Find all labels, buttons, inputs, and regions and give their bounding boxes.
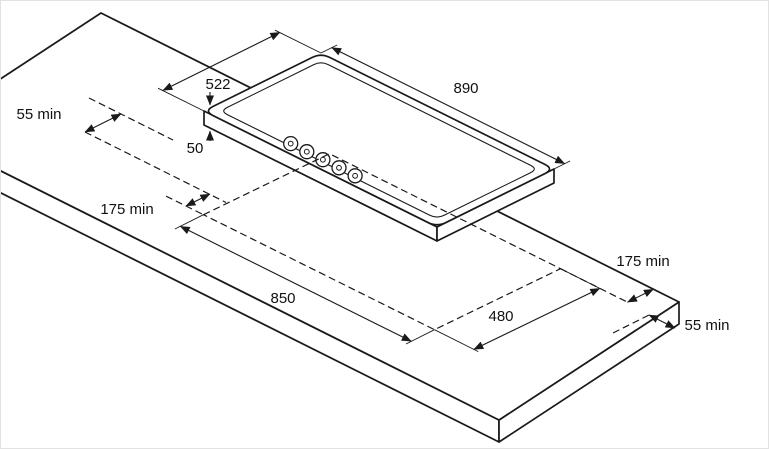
right-bottom-clearance-label: 55 min xyxy=(684,317,729,334)
clearance-arrow xyxy=(185,193,211,207)
dim-clearance-left-bottom: 175 min xyxy=(100,193,211,218)
burner-knob-center xyxy=(352,172,359,179)
hob-width-label: 890 xyxy=(453,80,478,97)
left-top-clearance-label: 55 min xyxy=(16,106,61,123)
burner-knob-center xyxy=(287,140,294,147)
clearance-arrow xyxy=(627,288,654,303)
dim-50: 50 xyxy=(187,92,214,157)
right-top-clearance-label: 175 min xyxy=(616,253,669,270)
dim-extension-line xyxy=(434,329,479,353)
dim-522: 522 xyxy=(157,29,322,112)
dim-arrow xyxy=(179,225,412,342)
dim-clearance-right-top: 175 min xyxy=(560,253,670,303)
dim-arrow xyxy=(162,31,281,91)
burner-knob-center xyxy=(320,156,326,163)
dim-clearance-right-bottom: 55 min xyxy=(612,313,730,334)
left-bottom-clearance-label: 175 min xyxy=(100,201,153,218)
dim-extension-line xyxy=(157,87,205,112)
dim-clearance-left-top: 55 min xyxy=(16,97,227,204)
clearance-extension-line xyxy=(165,195,204,216)
burner-knob-center xyxy=(303,148,310,155)
clearance-extension-line xyxy=(612,313,652,334)
clearance-extension-line xyxy=(560,268,628,303)
dim-extension-line xyxy=(274,29,322,54)
hob-height-label: 50 xyxy=(187,140,204,157)
hob-depth-label: 522 xyxy=(205,76,230,93)
clearance-extension-line xyxy=(88,97,174,141)
dim-480: 480 xyxy=(434,268,605,353)
dim-890: 890 xyxy=(320,44,571,170)
clearance-arrow xyxy=(84,113,122,133)
dim-850: 850 xyxy=(174,214,435,345)
dim-arrow xyxy=(473,287,601,350)
burner-knob-center xyxy=(336,164,342,171)
dim-extension-line xyxy=(320,44,338,54)
clearance-extension-line xyxy=(84,131,227,204)
dim-extension-line xyxy=(553,160,571,170)
clearance-arrow xyxy=(648,314,676,329)
dim-arrow xyxy=(331,47,566,165)
cutout-length-label: 850 xyxy=(270,290,295,307)
hob-inner-rim xyxy=(223,62,535,218)
cutout-width-label: 480 xyxy=(488,308,513,325)
dim-extension-line xyxy=(174,214,204,230)
burner-knobs xyxy=(283,135,363,184)
